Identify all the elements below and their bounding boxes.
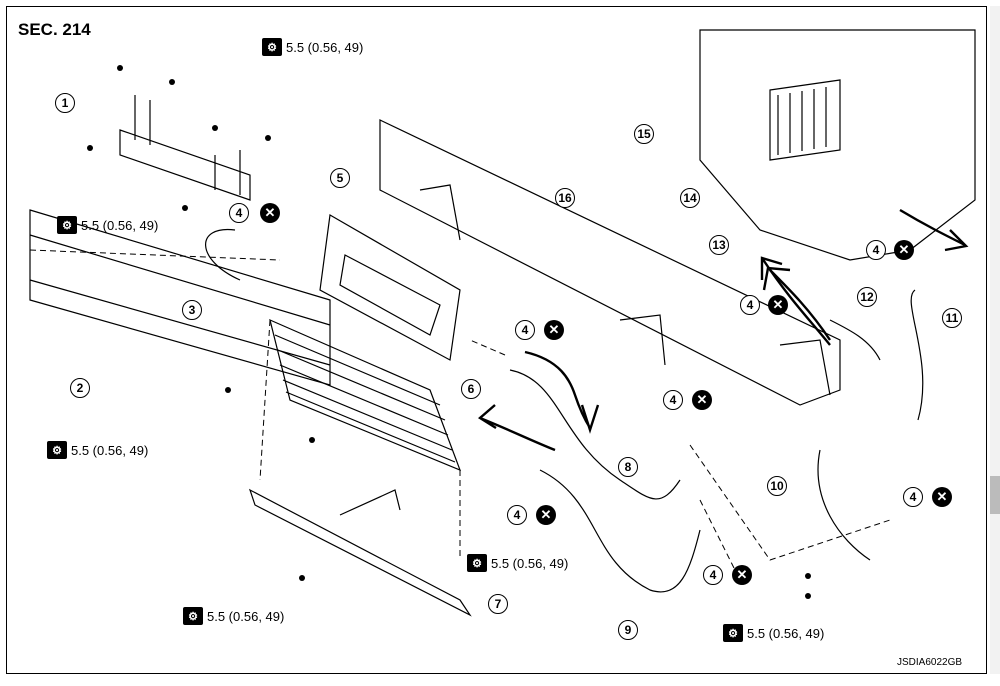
lower-bracket xyxy=(248,488,472,617)
callout-13: 13 xyxy=(709,235,729,255)
section-title: SEC. 214 xyxy=(18,20,91,39)
callout-7: 7 xyxy=(488,594,508,614)
torque-value: 5.5 (0.56, 49) xyxy=(747,625,825,641)
callout-6: 6 xyxy=(461,379,481,399)
callout-12: 12 xyxy=(857,287,877,307)
hose-8 xyxy=(509,369,681,500)
torque-value: 5.5 (0.56, 49) xyxy=(207,608,285,624)
callout-4: 4 xyxy=(740,295,760,315)
callout-4: 4 xyxy=(507,505,527,525)
hose-9 xyxy=(539,469,701,593)
bumper-reinforcement xyxy=(29,209,331,386)
do-not-reuse-icon: ✕ xyxy=(732,565,752,585)
do-not-reuse-icon: ✕ xyxy=(536,505,556,525)
do-not-reuse-icon: ✕ xyxy=(692,390,712,410)
scrollbar-thumb[interactable] xyxy=(990,476,1000,514)
callout-4: 4 xyxy=(229,203,249,223)
image-code: JSDIA6022GB xyxy=(897,657,963,668)
air-guide xyxy=(319,214,461,361)
callout-16: 16 xyxy=(555,188,575,208)
torque-spec-hose-bracket: ⚙5.5 (0.56, 49) xyxy=(723,624,824,642)
do-not-reuse-icon: ✕ xyxy=(260,203,280,223)
radiator-core-support xyxy=(379,119,841,406)
bracket xyxy=(119,95,251,201)
callout-15: 15 xyxy=(634,124,654,144)
do-not-reuse-icon: ✕ xyxy=(932,487,952,507)
callout-4: 4 xyxy=(703,565,723,585)
annotation-arrows xyxy=(477,208,969,452)
callout-10: 10 xyxy=(767,476,787,496)
torque-value: 5.5 (0.56, 49) xyxy=(491,555,569,571)
callout-4: 4 xyxy=(515,320,535,340)
callout-4: 4 xyxy=(903,487,923,507)
transmission xyxy=(699,29,976,261)
torque-wrench-icon: ⚙ xyxy=(47,441,67,459)
callout-5: 5 xyxy=(330,168,350,188)
transmission-cooler-14 xyxy=(769,79,841,161)
torque-spec-top: ⚙5.5 (0.56, 49) xyxy=(262,38,363,56)
callout-9: 9 xyxy=(618,620,638,640)
callout-8: 8 xyxy=(618,457,638,477)
callout-11: 11 xyxy=(942,308,962,328)
hose-11 xyxy=(910,289,924,421)
hose-10 xyxy=(817,449,871,561)
torque-spec-bracket: ⚙5.5 (0.56, 49) xyxy=(57,216,158,234)
torque-wrench-icon: ⚙ xyxy=(183,607,203,625)
do-not-reuse-icon: ✕ xyxy=(894,240,914,260)
torque-spec-bottom: ⚙5.5 (0.56, 49) xyxy=(183,607,284,625)
do-not-reuse-icon: ✕ xyxy=(768,295,788,315)
torque-value: 5.5 (0.56, 49) xyxy=(71,442,149,458)
torque-wrench-icon: ⚙ xyxy=(262,38,282,56)
callout-3: 3 xyxy=(182,300,202,320)
callout-1: 1 xyxy=(55,93,75,113)
oil-cooler xyxy=(269,318,462,472)
callout-14: 14 xyxy=(680,188,700,208)
torque-wrench-icon: ⚙ xyxy=(723,624,743,642)
torque-spec-cooler-left: ⚙5.5 (0.56, 49) xyxy=(47,441,148,459)
scrollbar[interactable] xyxy=(990,6,1000,674)
torque-value: 5.5 (0.56, 49) xyxy=(286,39,364,55)
hose-12 xyxy=(829,319,881,361)
torque-wrench-icon: ⚙ xyxy=(57,216,77,234)
do-not-reuse-icon: ✕ xyxy=(544,320,564,340)
torque-value: 5.5 (0.56, 49) xyxy=(81,217,159,233)
hose-3 xyxy=(205,228,241,281)
bolt xyxy=(117,65,123,71)
callout-2: 2 xyxy=(70,378,90,398)
callout-4: 4 xyxy=(866,240,886,260)
torque-spec-cooler-right: ⚙5.5 (0.56, 49) xyxy=(467,554,568,572)
torque-wrench-icon: ⚙ xyxy=(467,554,487,572)
callout-4: 4 xyxy=(663,390,683,410)
